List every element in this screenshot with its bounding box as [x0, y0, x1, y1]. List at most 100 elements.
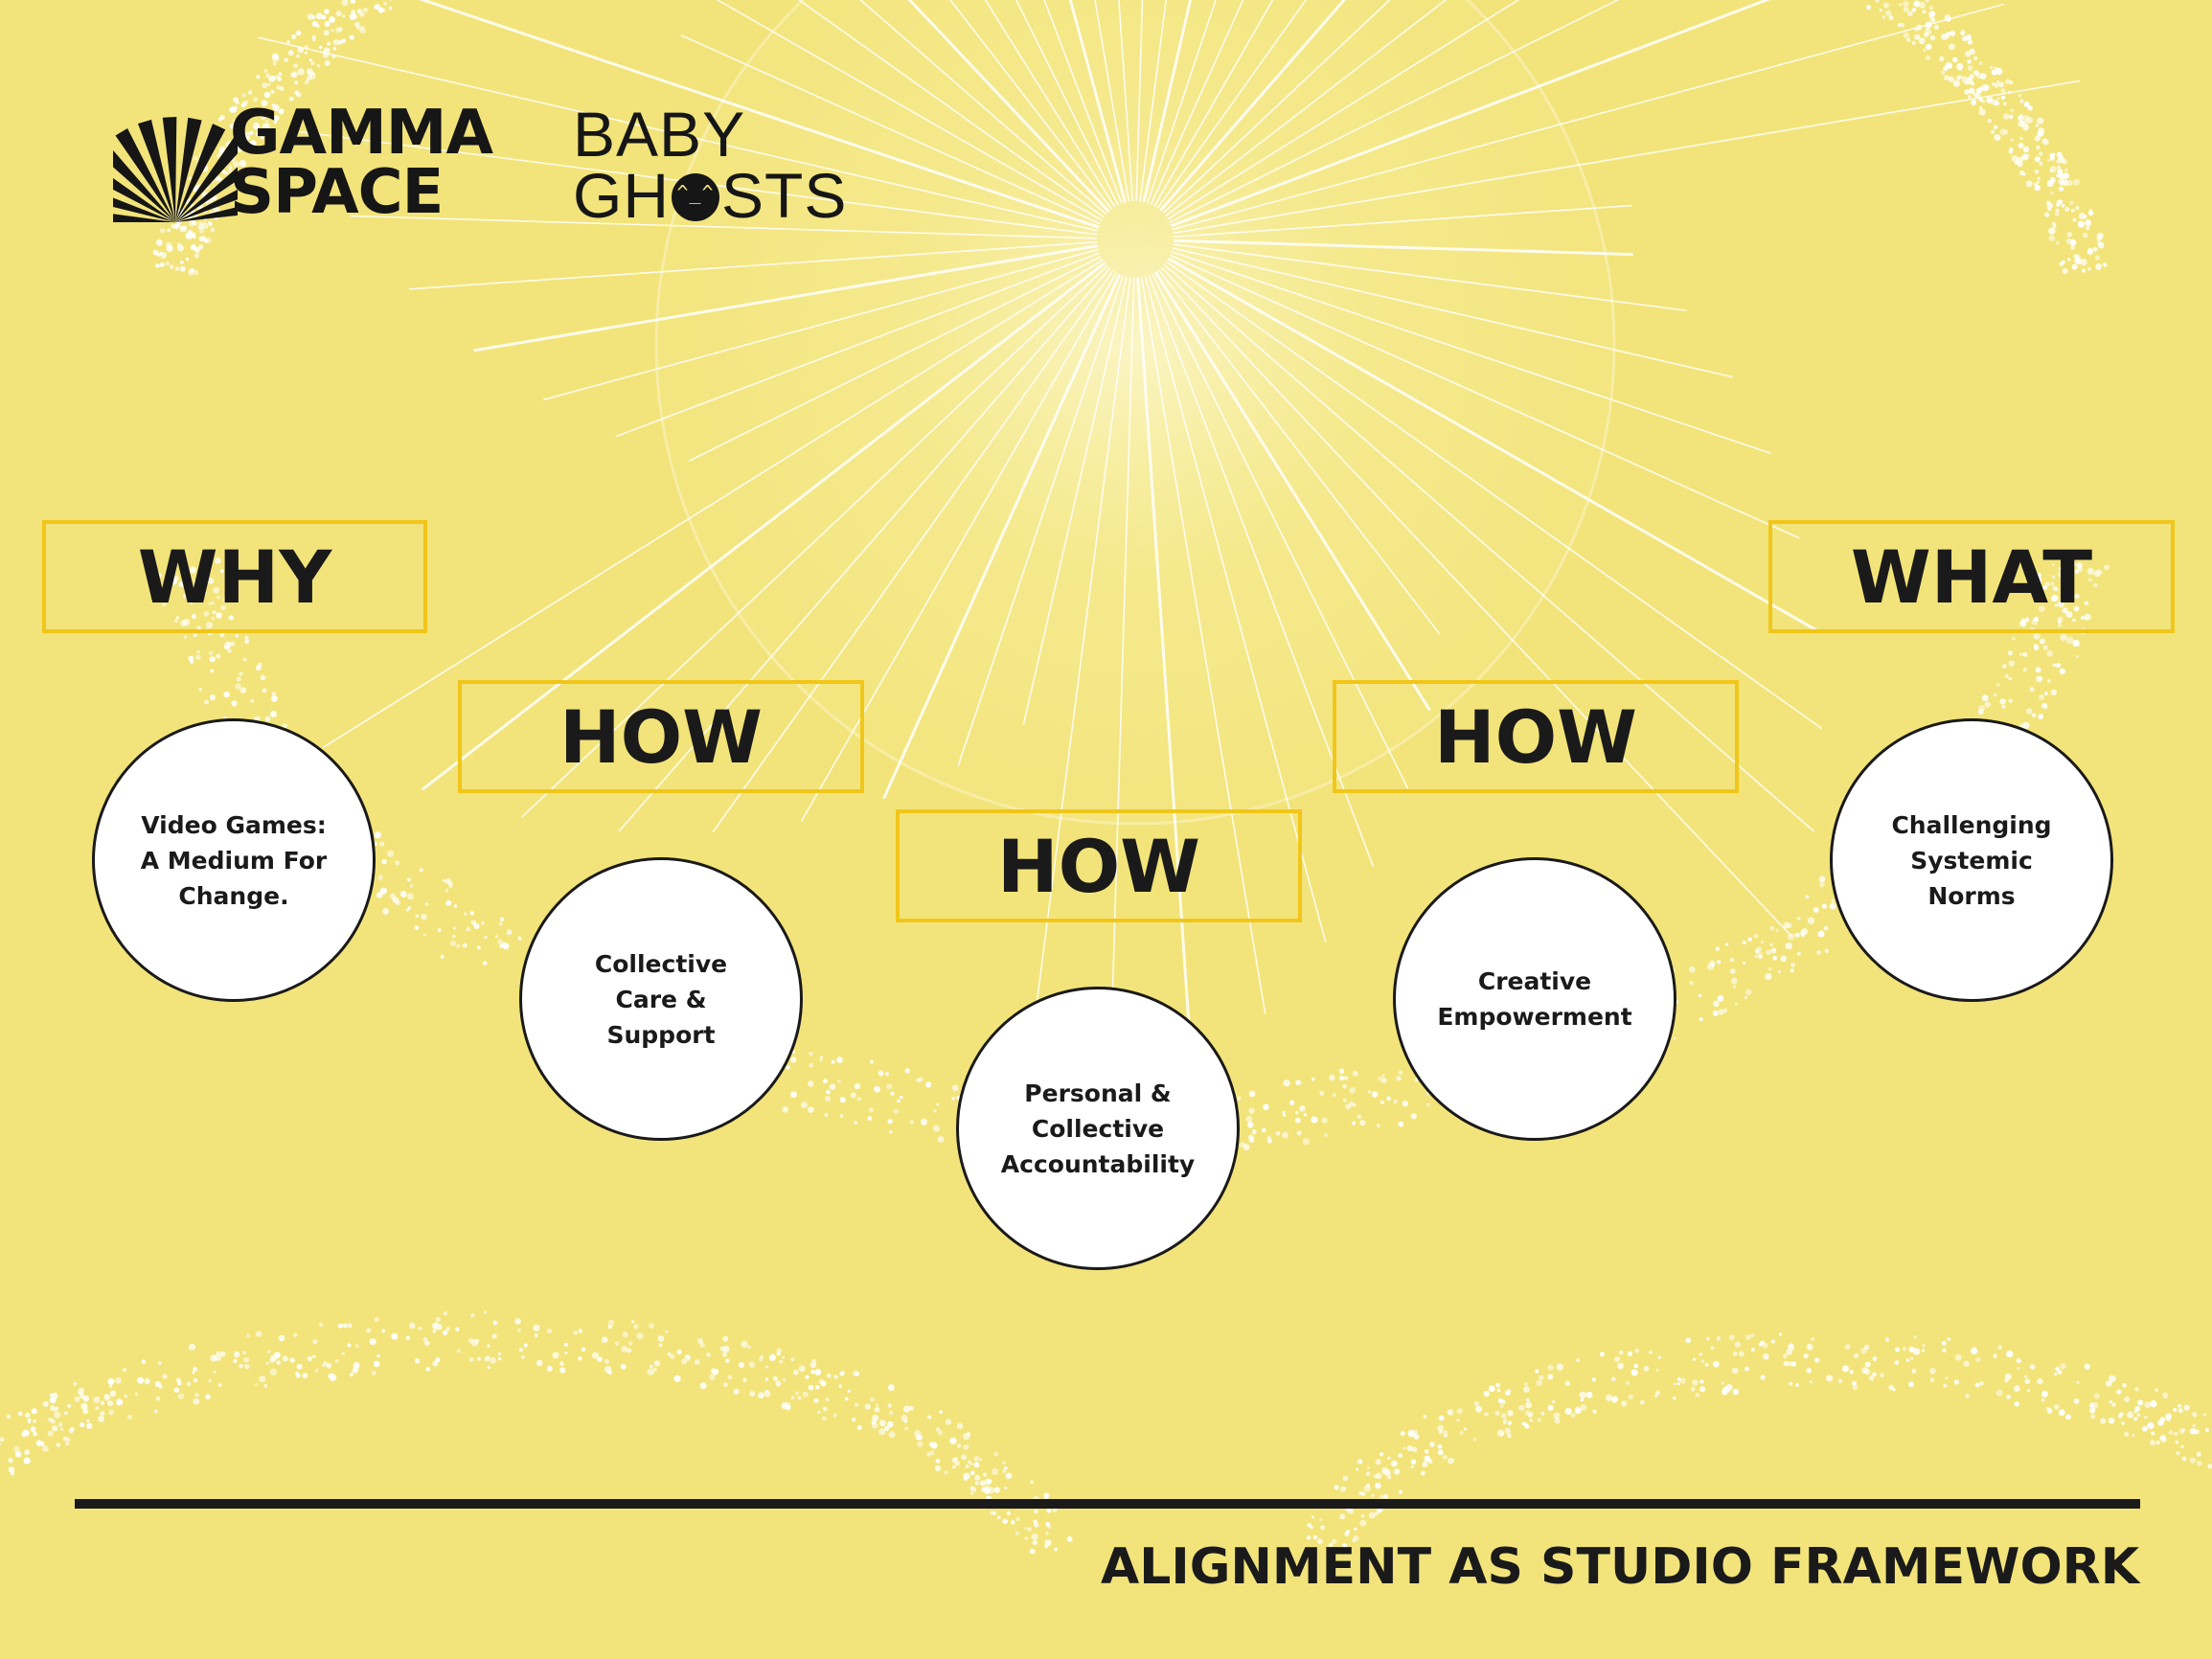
swirl-dot [304, 44, 308, 50]
swirl-dot [307, 1355, 313, 1362]
swirl-dot [601, 1336, 608, 1343]
swirl-dot [1504, 1390, 1511, 1397]
swirl-dot [2067, 258, 2071, 261]
swirl-dot [292, 1332, 298, 1338]
swirl-dot [1949, 30, 1956, 36]
swirl-dot [1377, 1508, 1382, 1513]
swirl-dot [1444, 1434, 1448, 1438]
swirl-dot [1986, 98, 1991, 103]
sun-ray [800, 272, 1117, 822]
swirl-dot [1472, 1438, 1477, 1442]
swirl-dot [1730, 977, 1738, 985]
swirl-dot [1031, 1533, 1038, 1541]
swirl-dot [1787, 933, 1795, 941]
swirl-dot [67, 1404, 72, 1408]
swirl-dot [60, 1427, 64, 1431]
swirl-dot [1331, 1538, 1337, 1544]
swirl-dot [1765, 972, 1772, 981]
swirl-dot [1956, 62, 1964, 71]
swirl-dot [1954, 1353, 1962, 1361]
swirl-dot [1398, 1489, 1402, 1494]
swirl-dot [469, 911, 474, 916]
swirl-dot [1978, 61, 1983, 65]
swirl-dot [1806, 1343, 1813, 1351]
swirl-dot [992, 1467, 999, 1476]
sun-ray [257, 36, 1099, 232]
swirl-dot [1393, 1468, 1401, 1475]
swirl-dot [2042, 645, 2048, 650]
swirl-dot [1044, 1544, 1049, 1549]
swirl-dot [1503, 1420, 1507, 1425]
swirl-dot [1964, 89, 1970, 95]
swirl-dot [179, 260, 184, 264]
swirl-dot [979, 1480, 986, 1487]
swirl-dot [1913, 1335, 1917, 1339]
swirl-dot [1375, 1459, 1381, 1466]
swirl-dot [1412, 1429, 1418, 1436]
swirl-dot [2049, 169, 2054, 173]
swirl-dot [1990, 129, 1995, 135]
swirl-dot [172, 575, 179, 581]
swirl-dot [421, 913, 427, 920]
swirl-dot [1576, 1358, 1580, 1362]
swirl-dot [53, 1411, 61, 1419]
swirl-dot [108, 1384, 113, 1389]
swirl-dot [2147, 1421, 2155, 1429]
swirl-dot [876, 1088, 880, 1093]
swirl-dot [1373, 1473, 1379, 1479]
swirl-dot [2175, 1440, 2179, 1444]
swirl-dot [1005, 1472, 1013, 1480]
swirl-dot [1995, 80, 2000, 84]
swirl-dot [169, 264, 174, 270]
swirl-dot [1756, 946, 1763, 953]
swirl-dot [57, 1422, 63, 1427]
swirl-dot [443, 1310, 448, 1316]
swirl-dot [2035, 124, 2040, 127]
swirl-dot [1580, 1403, 1587, 1411]
swirl-dot [1860, 1367, 1869, 1375]
swirl-dot [1443, 1430, 1448, 1436]
swirl-dot [2061, 551, 2067, 557]
swirl-dot [1973, 56, 1978, 60]
swirl-dot [350, 0, 355, 4]
swirl-dot [366, 1328, 372, 1333]
swirl-dot [2088, 578, 2092, 582]
swirl-dot [1710, 963, 1716, 967]
swirl-dot [440, 954, 445, 959]
swirl-dot [874, 1406, 880, 1413]
swirl-dot [1483, 1412, 1489, 1417]
swirl-dot [244, 1363, 250, 1370]
swirl-dot [1731, 1367, 1739, 1375]
swirl-dot [2122, 1382, 2127, 1388]
swirl-dot [832, 1413, 837, 1418]
sun-ray [1166, 261, 1823, 730]
swirl-dot [254, 1382, 259, 1386]
swirl-dot [373, 1360, 380, 1368]
swirl-dot [1245, 1115, 1253, 1123]
swirl-dot [106, 1400, 114, 1407]
swirl-dot [969, 1486, 975, 1491]
swirl-dot [552, 1352, 559, 1359]
swirl-dot [1002, 1469, 1006, 1473]
swirl-dot [445, 877, 451, 885]
swirl-dot [776, 1348, 783, 1353]
swirl-dot [2026, 117, 2034, 124]
swirl-dot [2075, 206, 2080, 211]
swirl-dot [2055, 240, 2060, 245]
swirl-dot [1004, 1486, 1008, 1490]
swirl-dot [2044, 581, 2050, 587]
swirl-dot [956, 1443, 962, 1448]
sun-ray [1144, 276, 1327, 943]
swirl-dot [953, 1456, 958, 1462]
swirl-dot [324, 59, 331, 66]
swirl-dot [1888, 15, 1894, 21]
swirl-dot [2160, 1437, 2167, 1443]
swirl-dot [8, 1466, 15, 1473]
swirl-dot [932, 1125, 940, 1132]
swirl-dot [785, 1404, 791, 1411]
sun-ray [1173, 239, 1633, 257]
swirl-dot [1473, 1400, 1480, 1407]
swirl-dot [462, 943, 467, 948]
swirl-dot [1413, 1433, 1420, 1440]
